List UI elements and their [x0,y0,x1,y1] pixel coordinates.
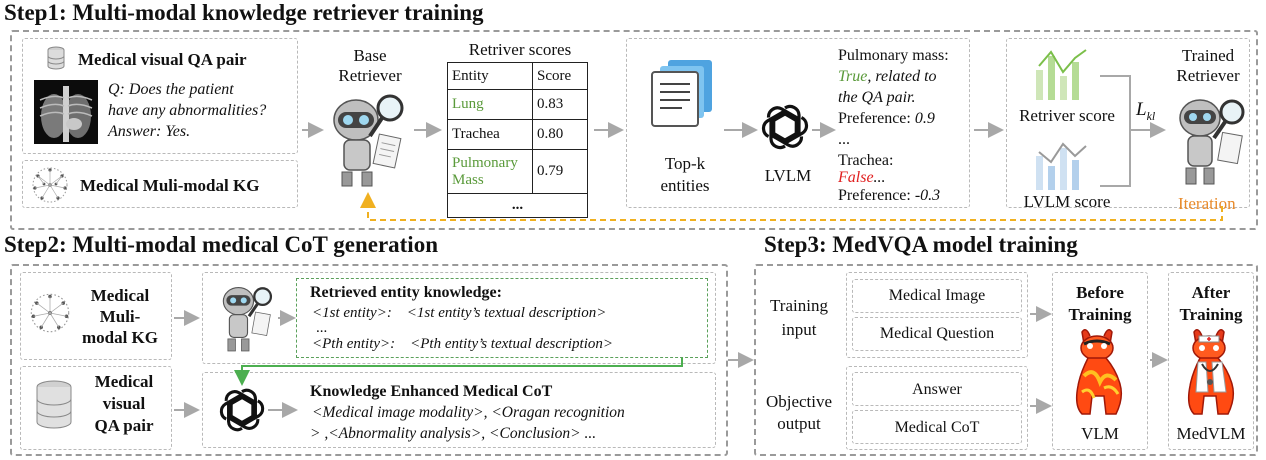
table-cell-score: 0.79 [532,149,588,194]
retrieved-knowledge-line2: ... [316,320,328,336]
retriever-score-label: Retriver score [1019,106,1115,125]
step2-knowledge-graph-icon [30,293,70,333]
qa-question-line1: Q: Does the patient [108,81,234,98]
step3-panel [754,264,1258,456]
retriever-robot-icon [333,94,404,187]
table-cell-entity: Lung [447,89,533,120]
step2-kg-box [20,272,172,360]
pref-line-7: False... [838,169,886,186]
medical-image-label: Medical Image [888,287,986,304]
documents-icon [651,60,712,127]
iteration-loop-arrow [360,192,1223,221]
training-input-group [846,272,1028,358]
qa-answer: Answer: Yes. [108,123,191,140]
trained-robot-icon [1179,99,1245,185]
arrow-retrieved-to-cot [234,358,683,386]
table-header-entity: Entity [447,62,533,90]
knowledge-graph-icon [32,167,68,203]
step2-title: Step2: Multi-modal medical CoT generatio… [4,232,438,257]
medvlm-llama-doctor-icon [1187,329,1235,415]
kg-box [22,160,298,208]
after-training-label-1: After [1191,283,1231,302]
step2-retriever-robot-icon [222,286,273,352]
objective-output-group [846,366,1028,450]
cot-box [202,372,716,448]
step2-kg-label-1: Medical [90,286,150,305]
base-retriever-label-2: Retriever [338,66,402,85]
medical-image-box [852,279,1022,313]
pref-line-2: True, related to [838,68,937,85]
table-ellipsis: ... [447,193,588,218]
retrieved-knowledge-line3: <Pth entity>: <Pth entity’s textual desc… [312,336,613,352]
training-input-label-1: Training [770,296,828,315]
training-input-label-2: input [781,320,817,339]
answer-label: Answer [912,381,962,398]
cot-line1: <Medical image modality>, <Oragan recogn… [312,404,625,421]
step2-qa-label-3: QA pair [94,416,154,435]
retrieved-knowledge-outer [202,272,716,364]
before-training-label-2: Training [1068,305,1132,324]
medical-cot-label: Medical CoT [894,419,980,436]
retrieved-knowledge-box [296,278,708,358]
openai-logo-icon [761,104,809,150]
medical-question-label: Medical Question [879,325,995,342]
qa-pair-title: Medical visual QA pair [78,50,247,69]
pref-line-1: Pulmonary mass: [838,47,949,64]
step2-kg-label-2: Muli- [99,307,141,326]
lvlm-label: LVLM [764,166,812,185]
base-retriever-label-1: Base [353,46,387,65]
retriever-scores-table: Entity Score Lung 0.83 Trachea 0.80 Pulm… [447,62,588,218]
pref-line-4: Preference: 0.9 [838,110,935,127]
kg-label: Medical Muli-modal KG [80,176,260,195]
topk-label-2: entities [660,176,710,195]
step3-title: Step3: MedVQA model training [764,232,1078,257]
lvlm-box [626,38,970,208]
retrieved-knowledge-title: Retrieved entity knowledge: [310,284,502,301]
qa-question-line2: have any abnormalities? [108,102,267,119]
database-icon [47,46,65,70]
qa-pair-box [22,38,298,154]
cot-line2: > ,<Abnormality analysis>, <Conclusion> … [310,425,597,442]
medical-cot-box [852,410,1022,444]
answer-box [852,372,1022,406]
after-training-box [1168,272,1254,450]
pref-line-8: Preference: -0.3 [838,187,941,204]
retriever-score-chart-icon [1036,49,1087,100]
vlm-label: VLM [1081,424,1119,443]
medvlm-label: MedVLM [1176,424,1246,443]
step2-qa-box [20,366,172,450]
table-cell-score: 0.83 [532,89,588,120]
step1-panel [10,30,1258,230]
retrieved-knowledge-line1: <1st entity>: <1st entity’s textual desc… [312,305,607,321]
step2-kg-label-3: modal KG [81,328,159,347]
cot-title: Knowledge Enhanced Medical CoT [310,383,553,400]
step2-openai-logo-icon [219,388,265,432]
pref-line-5: ... [838,131,850,148]
objective-output-label-2: output [777,414,821,433]
retriever-scores-title: Retriver scores [468,40,572,59]
step2-qa-label-2: visual [102,394,146,413]
trained-retriever-label-2: Retriever [1176,66,1240,85]
trained-retriever-box [1006,38,1250,208]
step2-panel [10,264,728,456]
topk-label-1: Top-k [664,154,706,173]
step2-database-icon [36,380,72,429]
lvlm-score-label: LVLM score [1023,192,1111,211]
vlm-llama-icon [1075,329,1123,415]
before-training-box [1052,272,1148,450]
trained-retriever-label-1: Trained [1181,46,1235,65]
kl-bracket [1100,75,1164,187]
after-training-label-2: Training [1179,305,1243,324]
objective-output-label-1: Objective [765,392,833,411]
step1-title: Step1: Multi-modal knowledge retriever t… [4,0,484,25]
lvlm-score-chart-icon [1036,142,1087,190]
before-training-label-1: Before [1076,283,1124,302]
medical-question-box [852,317,1022,351]
chest-xray-image [34,80,98,144]
step2-qa-label-1: Medical [94,372,154,391]
pref-line-6: Trachea: [838,152,894,169]
pref-line-3: the QA pair. [838,89,916,106]
